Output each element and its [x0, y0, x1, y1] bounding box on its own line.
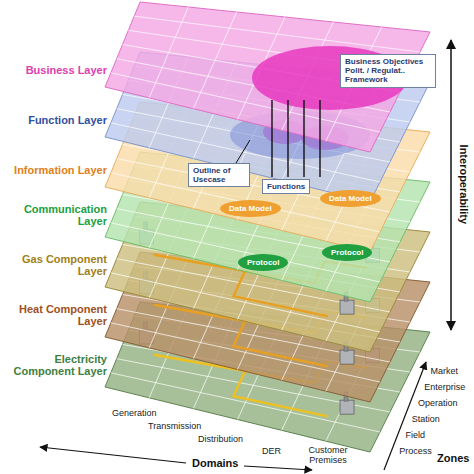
data-model-blob: Data Model — [220, 200, 281, 217]
layer-name: Function Layer — [3, 114, 107, 127]
leader-line — [303, 100, 304, 177]
leader-line — [271, 100, 272, 177]
layer-name: Gas Component Layer — [3, 253, 107, 278]
plant-icon — [340, 400, 354, 414]
node-text: Data Model — [229, 204, 272, 213]
axis-title: Domains — [192, 457, 238, 470]
leader-line — [319, 100, 320, 177]
node-text: Functions — [267, 182, 305, 191]
domain-name: Generation — [112, 408, 157, 418]
domain-name: DER — [262, 446, 281, 456]
layer-name: Heat Component Layer — [3, 303, 107, 328]
callout-box: Business Objectives Polit. / Regulat.. F… — [340, 54, 436, 88]
layer-plane — [105, 2, 430, 152]
axis-title: Zones — [437, 452, 469, 465]
callout-box: Functions — [262, 179, 310, 194]
domain-name: Customer Premises — [300, 445, 356, 466]
domain-name: Transmission — [148, 421, 201, 431]
callout-box: Outline of Usecase — [188, 163, 250, 187]
protocol-blob: Protocol — [322, 244, 372, 261]
zone-name: Station — [412, 414, 440, 424]
zone-name: Market — [430, 366, 458, 376]
interoperability-axis — [450, 40, 452, 330]
domains-axis — [40, 447, 186, 463]
node-text: Outline of Usecase — [193, 166, 245, 184]
layer-name: Information Layer — [3, 164, 107, 177]
zone-name: Enterprise — [424, 382, 465, 392]
node-text: Data Model — [329, 194, 372, 203]
zone-name: Process — [399, 446, 432, 456]
zone-name: Operation — [418, 398, 458, 408]
plane-surface — [105, 2, 430, 152]
leader-line — [287, 100, 288, 177]
leader-line — [236, 140, 250, 163]
layer-name: Communication Layer — [3, 203, 107, 228]
domain-name: Distribution — [198, 434, 243, 444]
plant-icon — [340, 300, 354, 314]
node-text: Protocol — [247, 258, 279, 267]
protocol-blob: Protocol — [238, 254, 288, 271]
layer-name: Electricity Component Layer — [3, 353, 107, 378]
node-text: Business Objectives Polit. / Regulat.. F… — [345, 57, 431, 85]
domains-axis — [244, 466, 312, 470]
node-text: Protocol — [331, 248, 363, 257]
data-model-blob: Data Model — [320, 190, 381, 207]
axis-title: Interoperability — [458, 124, 471, 244]
plant-icon — [340, 350, 354, 364]
zone-name: Field — [406, 430, 426, 440]
layer-name: Business Layer — [3, 64, 107, 77]
